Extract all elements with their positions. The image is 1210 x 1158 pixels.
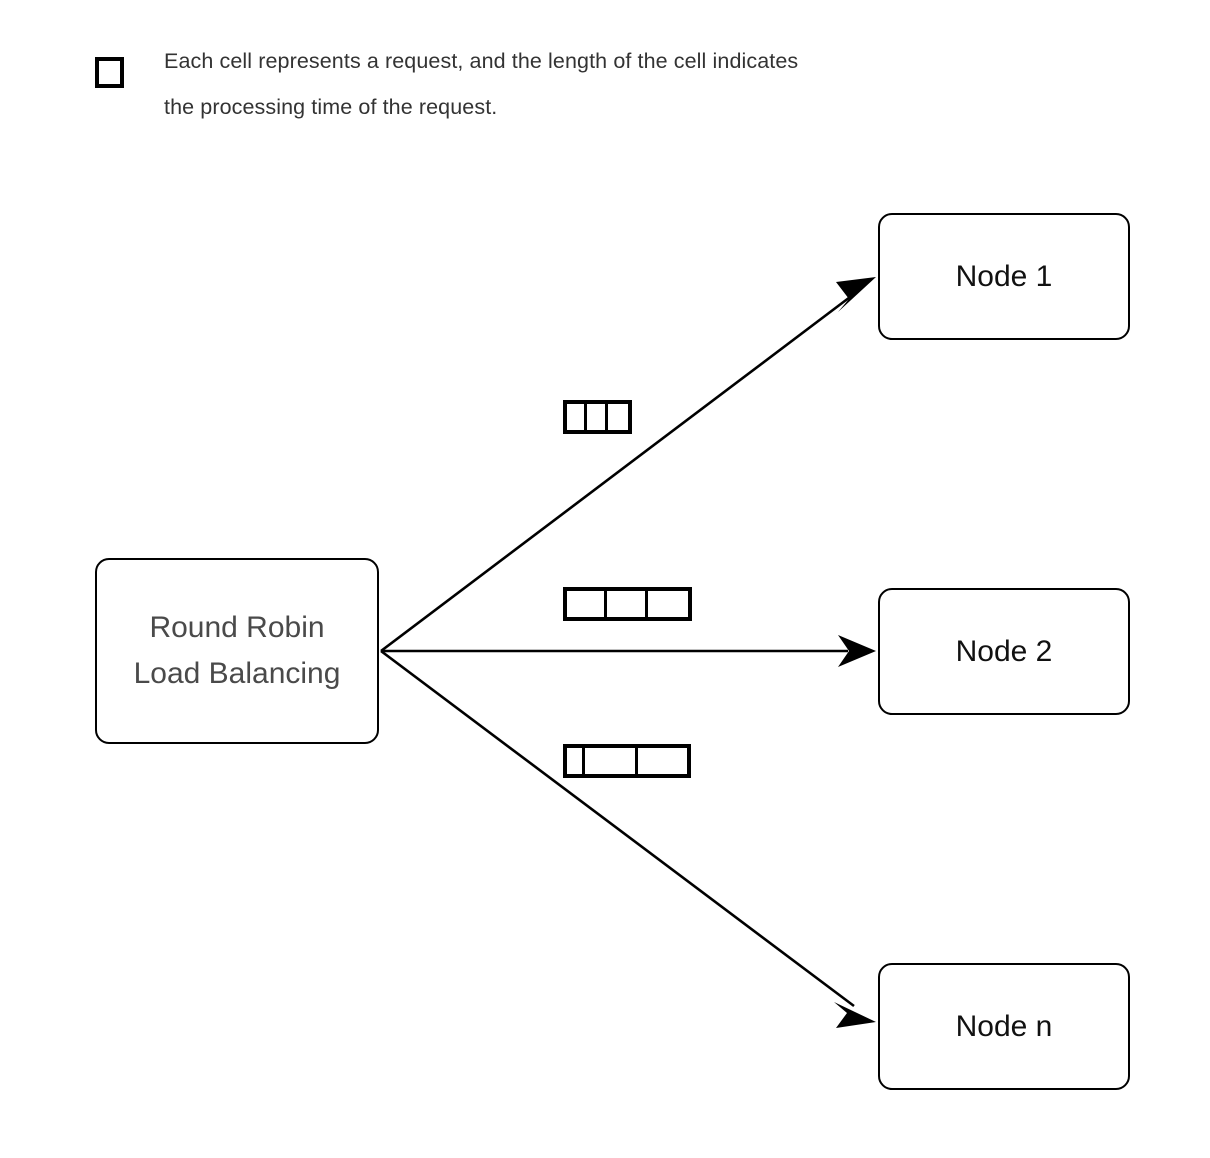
request-cell-strip-node2: [563, 587, 692, 621]
request-cell: [607, 591, 648, 617]
request-cell: [647, 591, 688, 617]
request-cell: [607, 404, 628, 430]
request-cell-strip-noden: [563, 744, 691, 778]
node-box-node1[interactable]: Node 1: [878, 213, 1130, 340]
request-cell: [587, 404, 608, 430]
node-box-node2[interactable]: Node 2: [878, 588, 1130, 715]
node-label: Node n: [955, 1009, 1053, 1043]
edge-balancer-to-noden: [380, 649, 876, 1028]
legend-caption: Each cell represents a request, and the …: [164, 49, 799, 119]
node-label: Node 1: [955, 259, 1053, 293]
request-cell: [585, 748, 639, 774]
balancer-node[interactable]: Round Robin Load Balancing: [95, 558, 379, 744]
request-cell: [567, 748, 586, 774]
request-cell: [567, 404, 588, 430]
node-label: Node 2: [955, 634, 1053, 668]
node-box-noden[interactable]: Node n: [878, 963, 1130, 1090]
empty-square-icon: [95, 57, 124, 88]
request-cell: [638, 748, 687, 774]
edge-balancer-to-node2: [381, 635, 876, 667]
request-cell-strip-node1: [563, 400, 632, 434]
balancer-label: Round Robin Load Balancing: [133, 611, 341, 690]
request-cell: [567, 591, 608, 617]
